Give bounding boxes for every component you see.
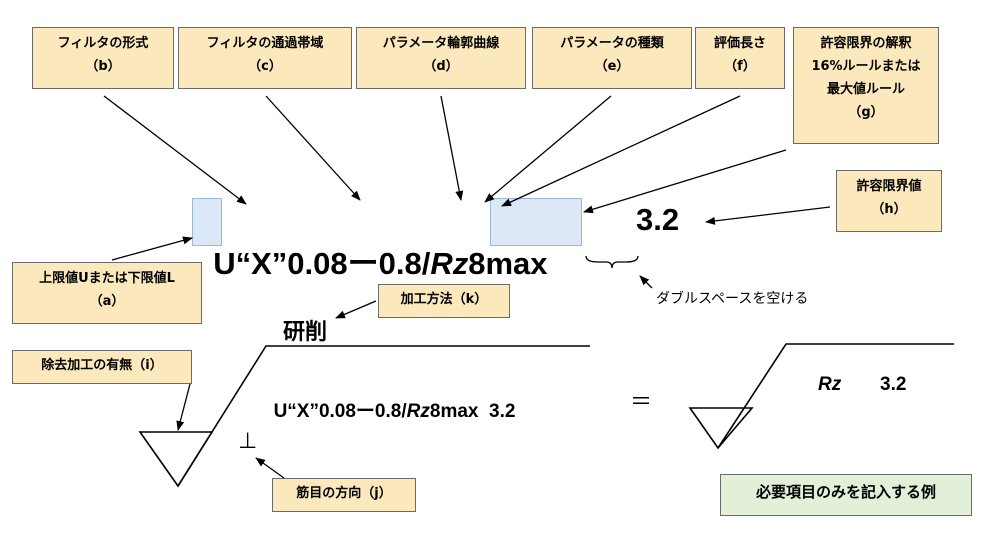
lay-symbol: ⊥ — [238, 428, 258, 453]
main-spec-suffix: 8max — [468, 246, 548, 281]
symbol-spec-prefix: U“X”0.08ー0.8/ — [273, 401, 407, 422]
arrow-lay-direction — [255, 457, 285, 479]
process-text: 研削 — [283, 319, 328, 344]
label-lay-direction: 筋目の方向（j） — [272, 478, 416, 512]
arrow-filter-passband — [265, 95, 361, 201]
label-parameter-type-code: （e） — [594, 59, 630, 74]
label-parameter-type: パラメータの種類 （e） — [532, 27, 692, 89]
symbol-spec-suffix: 8max 3.2 — [429, 401, 516, 422]
label-evaluation-length-code: （f） — [724, 59, 756, 74]
arrow-tolerance-value — [705, 206, 831, 225]
main-spec-parameter: Rz — [430, 246, 469, 281]
label-upper-lower-limit: 上限値Uまたは下限値L （a） — [12, 262, 202, 324]
leader-arrows — [103, 95, 831, 479]
label-filter-type: フィルタの形式 （b） — [32, 27, 174, 89]
label-tolerance-value-code: （h） — [871, 202, 907, 217]
label-filter-passband-title: フィルタの通過帯域 — [206, 36, 324, 51]
label-upper-lower-limit-title: 上限値Uまたは下限値L — [39, 271, 175, 286]
arrow-upper-lower-limit — [111, 236, 193, 261]
surface-symbol-full — [138, 345, 590, 488]
label-filter-type-title: フィルタの形式 — [57, 36, 149, 51]
main-spec-prefix: U“X”0.08ー0.8/ — [213, 246, 431, 281]
label-filter-passband-code: （c） — [248, 59, 282, 74]
symbol-spec-parameter: Rz — [406, 401, 430, 422]
label-evaluation-length-title: 評価長さ — [713, 36, 766, 51]
arrow-tolerance-interpretation — [583, 149, 787, 214]
example-caption-box: 必要項目のみを記入する例 — [720, 474, 972, 516]
arrow-evaluation-length — [501, 95, 741, 207]
double-space-note: ダブルスペースを空ける — [656, 291, 809, 307]
label-machining-method: 加工方法（k） — [378, 284, 510, 318]
simple-value: 3.2 — [880, 374, 907, 395]
highlight-upper-lower — [192, 198, 222, 246]
label-profile-curve-title: パラメータ輪郭曲線 — [382, 36, 500, 51]
label-filter-passband: フィルタの通過帯域 （c） — [178, 27, 352, 89]
label-profile-curve: パラメータ輪郭曲線 （d） — [356, 27, 526, 89]
label-lay-direction-title: 筋目の方向（j） — [296, 486, 392, 501]
example-caption: 必要項目のみを記入する例 — [755, 483, 936, 501]
label-evaluation-length: 評価長さ （f） — [695, 27, 785, 89]
arrow-profile-curve — [440, 95, 464, 201]
arrow-double-space — [639, 275, 653, 289]
simple-removal-triangle — [688, 407, 754, 450]
removal-triangle — [138, 431, 214, 488]
label-tolerance-interpretation: 許容限界の解釈 16%ルールまたは 最大値ルール （g） — [793, 27, 939, 144]
simple-symbol-long-leg — [717, 343, 954, 449]
symbol-long-leg — [177, 345, 590, 487]
double-space-brace — [585, 255, 639, 269]
label-filter-type-code: （b） — [85, 59, 121, 74]
label-material-removal: 除去加工の有無（i） — [12, 350, 192, 384]
arrow-parameter-type — [484, 95, 612, 203]
label-profile-curve-code: （d） — [423, 59, 459, 74]
arrow-filter-type — [103, 95, 247, 205]
label-machining-method-title: 加工方法（k） — [400, 292, 488, 307]
arrow-material-removal — [176, 383, 191, 431]
label-tolerance-value: 許容限界値 （h） — [836, 170, 942, 232]
label-tolerance-interpretation-code: （g） — [848, 105, 884, 120]
label-upper-lower-limit-code: （a） — [89, 294, 125, 309]
main-spec-line: U“X”0.08ー0.8/Rz8max — [196, 202, 548, 283]
label-tolerance-interpretation-line1: 許容限界の解釈 — [820, 36, 912, 51]
label-tolerance-value-title: 許容限界値 — [856, 179, 922, 194]
label-tolerance-interpretation-line3: 最大値ルール — [826, 82, 905, 97]
arrow-machining-method — [335, 300, 377, 319]
surface-symbol-simple — [688, 343, 954, 450]
simple-parameter: Rz — [818, 374, 842, 395]
label-parameter-type-title: パラメータの種類 — [560, 36, 664, 51]
label-tolerance-interpretation-line2: 16%ルールまたは — [811, 59, 921, 74]
label-material-removal-title: 除去加工の有無（i） — [41, 358, 163, 373]
equals-sign: ＝ — [630, 390, 653, 415]
main-spec-value: 3.2 — [636, 202, 680, 237]
symbol-spec-line: U“X”0.08ー0.8/Rz8max 3.2 — [263, 374, 516, 423]
